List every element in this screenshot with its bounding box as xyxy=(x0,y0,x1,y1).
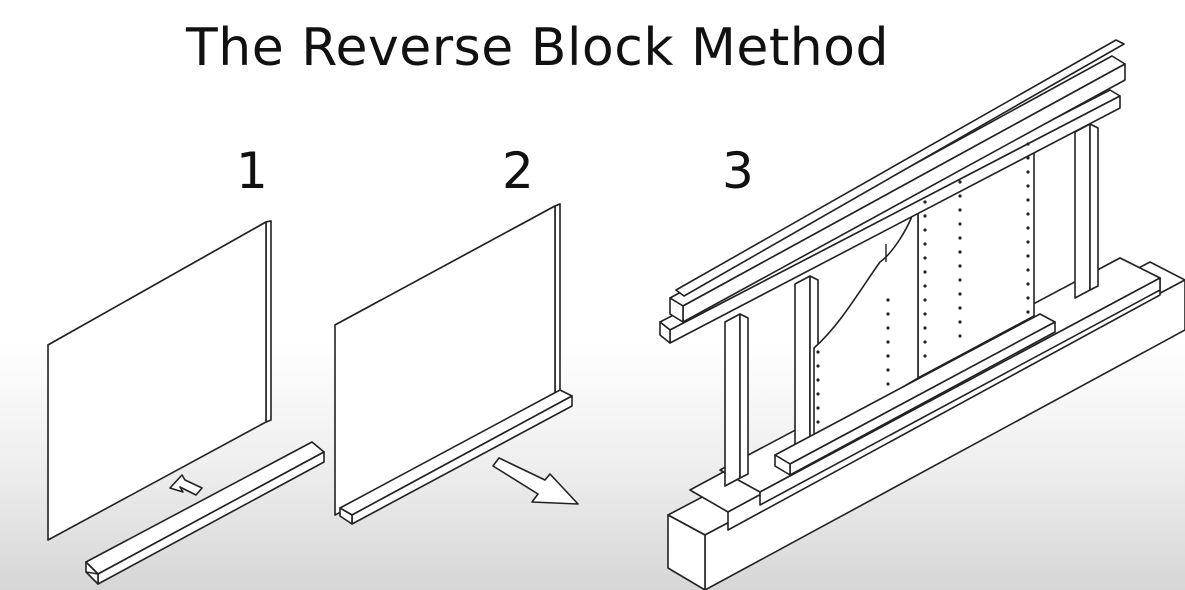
fastener-dot xyxy=(958,208,962,212)
fastener-dot xyxy=(958,334,962,338)
fastener-dot xyxy=(816,392,820,396)
fastener-dot xyxy=(923,242,927,246)
fastener-dot xyxy=(958,180,962,184)
fastener-dot xyxy=(958,320,962,324)
fastener-dot xyxy=(958,306,962,310)
fastener-dot xyxy=(886,298,890,302)
step-3-backing-block xyxy=(774,313,1056,476)
fastener-dot xyxy=(886,340,890,344)
step-2-backing-block xyxy=(339,389,573,525)
fastener-dot xyxy=(1026,170,1030,174)
fastener-dot xyxy=(1026,212,1030,216)
fastener-dot xyxy=(923,256,927,260)
step-3-fasteners xyxy=(816,142,1030,424)
fastener-dot xyxy=(1026,296,1030,300)
step-2-number: 2 xyxy=(502,142,534,200)
step-2-drywall-panel xyxy=(334,203,561,516)
fastener-dot xyxy=(958,222,962,226)
fastener-dot xyxy=(923,298,927,302)
step-3-illustration xyxy=(659,39,1185,590)
fastener-dot xyxy=(1026,198,1030,202)
fastener-dot xyxy=(958,236,962,240)
step-2-illustration xyxy=(334,203,579,525)
fastener-dot xyxy=(923,340,927,344)
fastener-dot xyxy=(1026,268,1030,272)
step-1-number: 1 xyxy=(236,142,268,200)
fastener-dot xyxy=(923,270,927,274)
fastener-dot xyxy=(1026,254,1030,258)
step-3-top-plate xyxy=(659,39,1126,344)
fastener-dot xyxy=(1026,142,1030,146)
fastener-dot xyxy=(958,292,962,296)
fastener-dot xyxy=(923,284,927,288)
fastener-dot xyxy=(1026,282,1030,286)
fastener-dot xyxy=(886,354,890,358)
fastener-dot xyxy=(886,312,890,316)
fastener-dot xyxy=(923,200,927,204)
step-2-arrow-icon xyxy=(492,457,579,505)
fastener-dot xyxy=(923,214,927,218)
fastener-dot xyxy=(923,354,927,358)
fastener-dot xyxy=(1026,226,1030,230)
fastener-dot xyxy=(1026,310,1030,314)
fastener-dot xyxy=(958,194,962,198)
fastener-dot xyxy=(958,250,962,254)
diagram-title: The Reverse Block Method xyxy=(186,18,889,78)
fastener-dot xyxy=(816,364,820,368)
step-1-drywall-panel xyxy=(47,220,272,541)
fastener-dot xyxy=(1026,156,1030,160)
fastener-dot xyxy=(1026,240,1030,244)
fastener-dot xyxy=(1026,184,1030,188)
step-1-arrow-icon xyxy=(169,474,203,496)
step-3-number: 3 xyxy=(722,142,754,200)
fastener-dot xyxy=(923,228,927,232)
fastener-dot xyxy=(958,264,962,268)
fastener-dot xyxy=(923,312,927,316)
step-1-illustration xyxy=(47,220,325,585)
fastener-dot xyxy=(923,326,927,330)
fastener-dot xyxy=(886,368,890,372)
fastener-dot xyxy=(816,420,820,424)
fastener-dot xyxy=(958,278,962,282)
fastener-dot xyxy=(816,406,820,410)
fastener-dot xyxy=(816,378,820,382)
fastener-dot xyxy=(886,326,890,330)
fastener-dot xyxy=(816,350,820,354)
step-1-backing-block xyxy=(85,441,325,585)
fastener-dot xyxy=(886,382,890,386)
